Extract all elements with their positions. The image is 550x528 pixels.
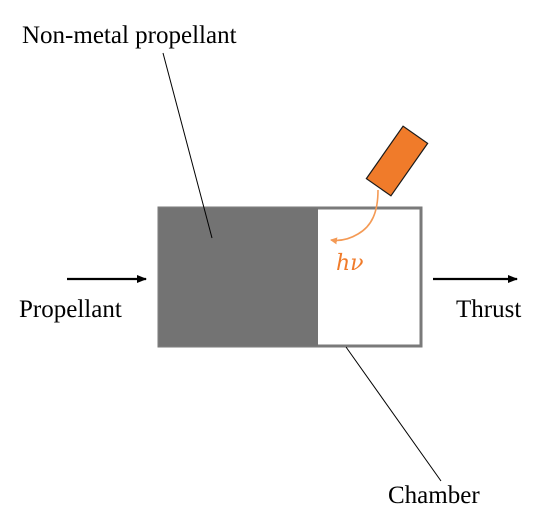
chamber-label: Chamber [388,482,480,509]
propellant-label: Propellant [19,296,122,323]
photon-path [330,189,379,245]
photon-label: hν [336,251,364,276]
propellant-block [159,208,318,346]
chamber-leader-line [345,346,442,482]
propellant-leader-line [162,52,213,239]
thrust-label: Thrust [456,296,521,323]
non-metal-propellant-label: Non-metal propellant [22,22,237,49]
laser-source-icon [365,125,429,197]
